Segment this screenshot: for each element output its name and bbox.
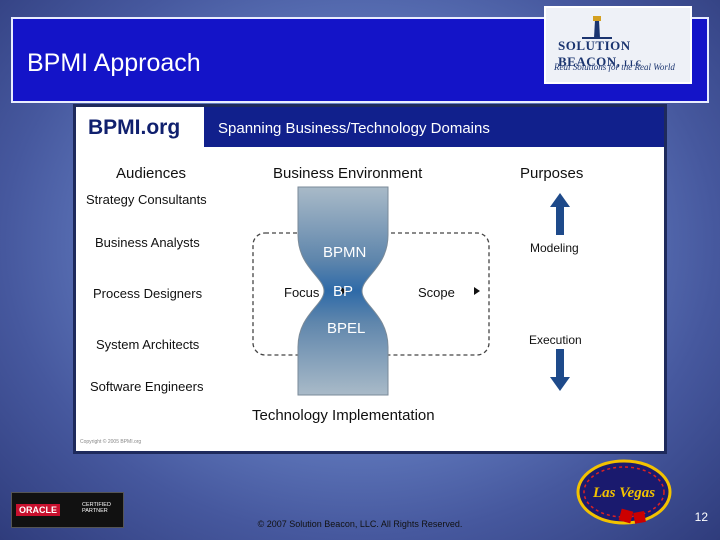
las-vegas-text: Las Vegas [592, 485, 655, 501]
footer-copyright: © 2007 Solution Beacon, LLC. All Rights … [257, 519, 463, 529]
execution-label: Execution [529, 333, 582, 347]
execution-arrow-shaft [556, 349, 564, 379]
figure-copyright-tiny: Copyright © 2005 BPMI.org [80, 439, 142, 445]
modeling-label: Modeling [530, 241, 579, 255]
page-number: 12 [694, 510, 708, 524]
audiences-heading: Audiences [116, 165, 187, 182]
slide-title: BPMI Approach [27, 49, 201, 77]
audience-process-designers: Process Designers [93, 286, 203, 301]
technology-implementation-label: Technology Implementation [252, 407, 435, 424]
purposes-heading: Purposes [520, 165, 584, 182]
focus-arrow [341, 287, 347, 295]
hourglass-diagram [252, 186, 570, 396]
logo-name: SOLUTION BEACON, LLC [558, 38, 643, 69]
las-vegas-logo: Las Vegas [576, 459, 672, 525]
business-environment-heading: Business Environment [273, 165, 423, 182]
figure-header: BPMI.org Spanning Business/Technology Do… [76, 107, 664, 147]
lighthouse-icon [582, 16, 612, 39]
bpmi-figure: BPMI.org Spanning Business/Technology Do… [73, 104, 667, 454]
oracle-brand: ORACLE [16, 504, 60, 516]
modeling-arrow-shaft [556, 205, 564, 235]
audience-software-engineers: Software Engineers [90, 379, 204, 394]
bpmi-brand: BPMI.org [76, 107, 204, 147]
figure-header-title: Spanning Business/Technology Domains [218, 120, 490, 137]
bpmn-label: BPMN [323, 244, 367, 261]
audience-business-analysts: Business Analysts [95, 235, 200, 250]
scope-arrow [474, 287, 480, 295]
modeling-arrow-head [550, 193, 570, 207]
audience-strategy-consultants: Strategy Consultants [86, 192, 207, 207]
scope-label: Scope [418, 285, 455, 300]
execution-arrow-head [550, 377, 570, 391]
logo-tagline: Real Solutions for the Real World [554, 62, 675, 72]
solution-beacon-logo: SOLUTION BEACON, LLC Real Solutions for … [544, 6, 692, 84]
bpel-label: BPEL [327, 320, 366, 337]
audience-system-architects: System Architects [96, 337, 200, 352]
focus-label: Focus [284, 285, 320, 300]
bp-label: BP [333, 283, 354, 300]
